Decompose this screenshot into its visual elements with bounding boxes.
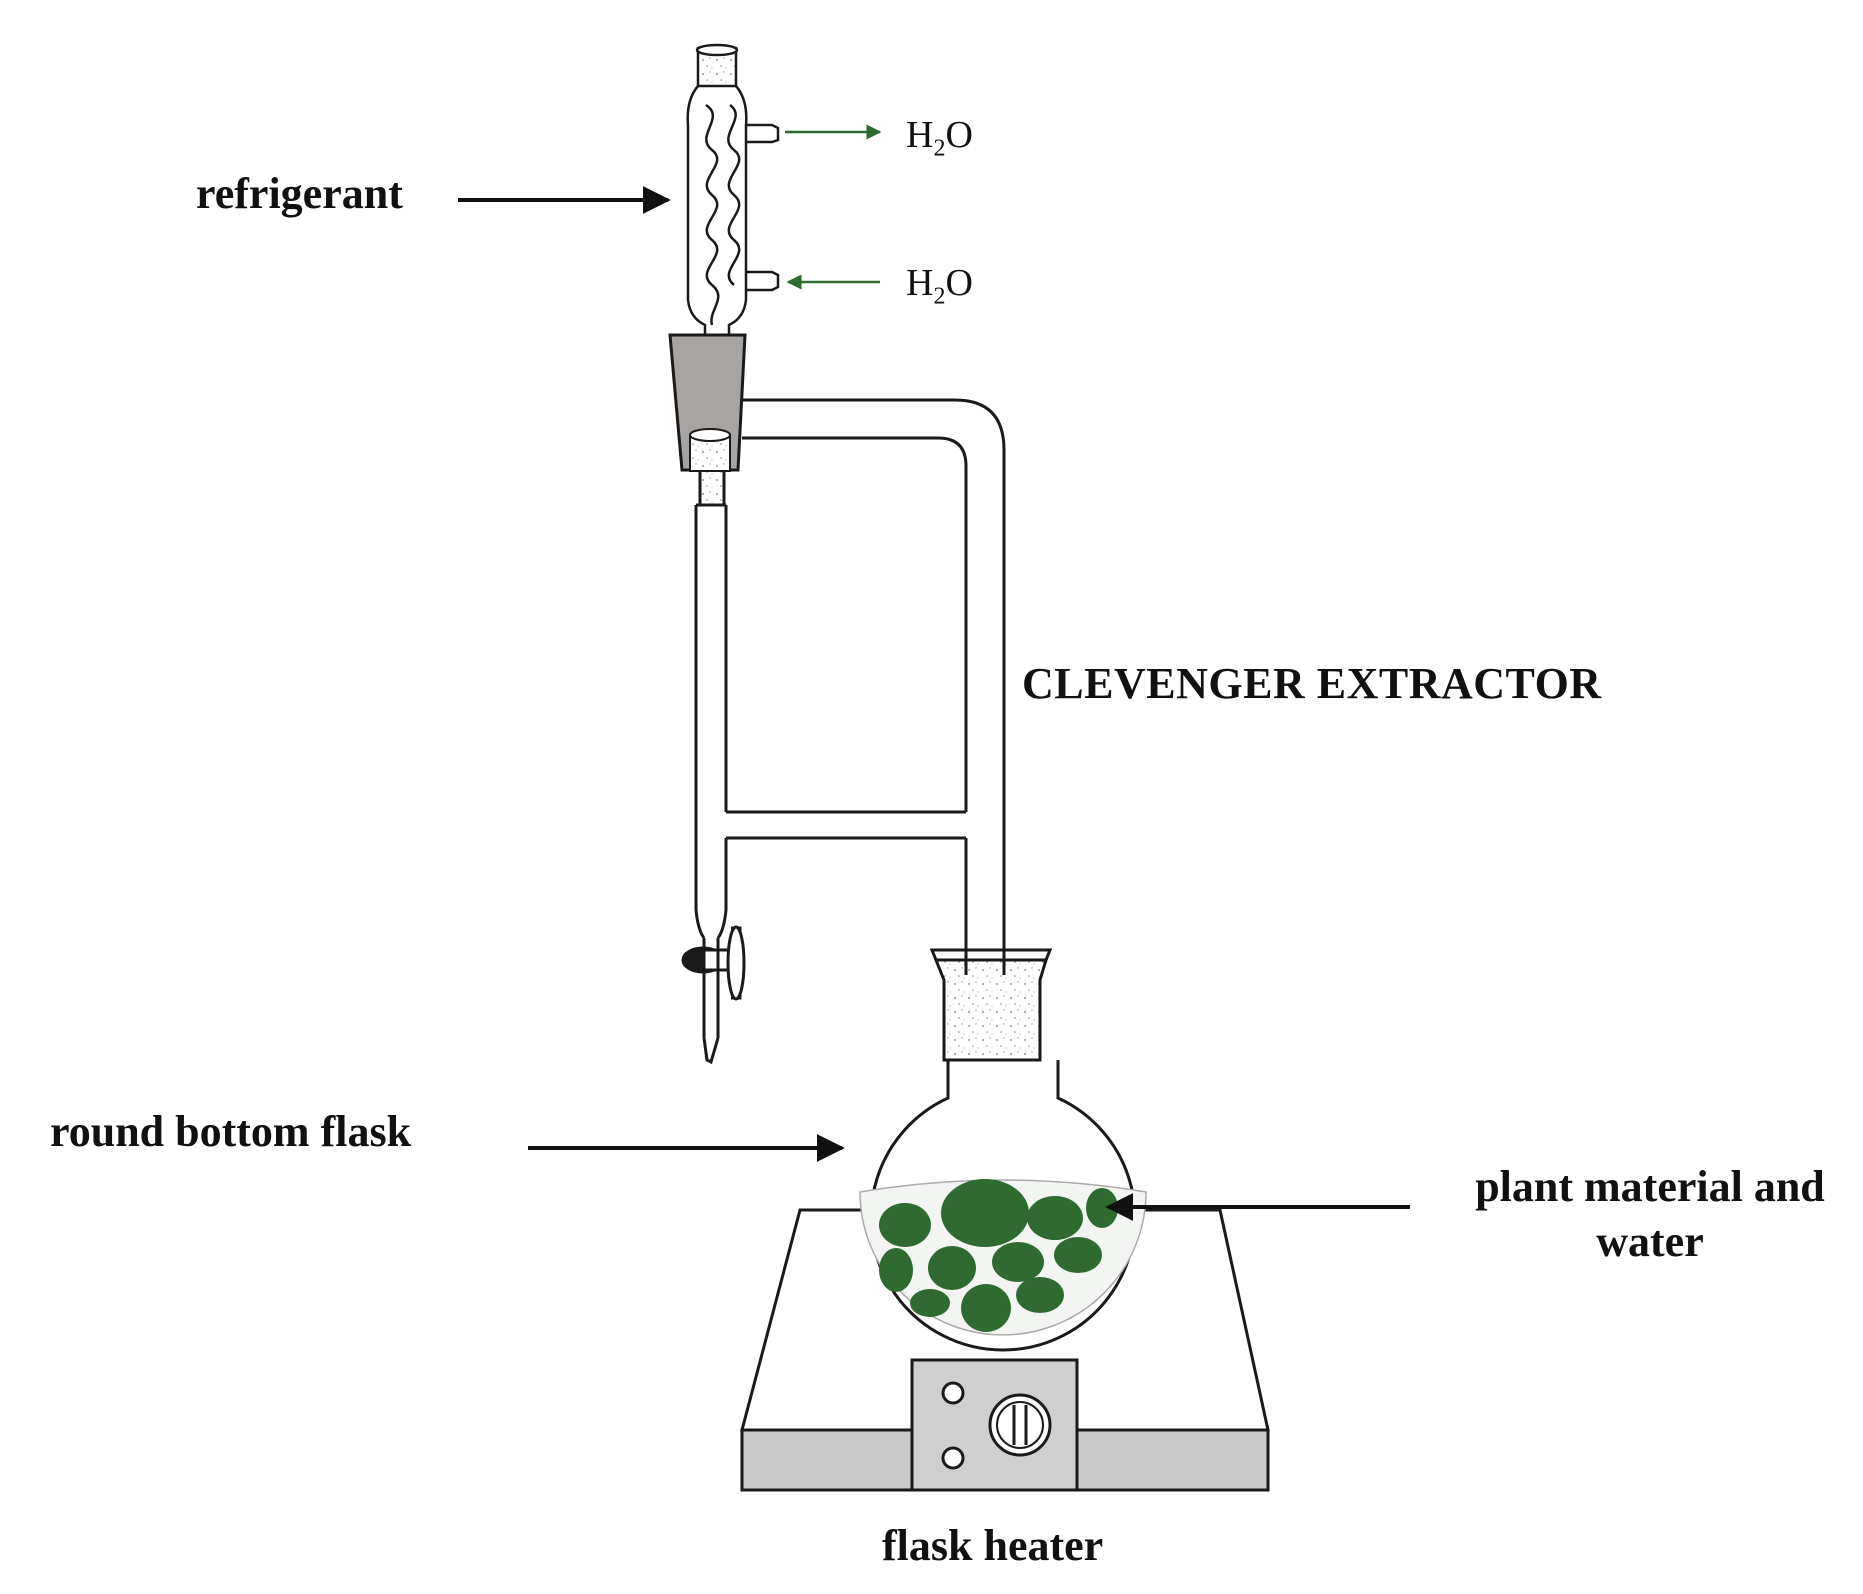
indicator-light-top <box>941 1381 965 1405</box>
clevenger-apparatus <box>681 398 1006 1065</box>
return-arm <box>726 810 966 840</box>
plant-material-label: plant material and water <box>1440 1159 1860 1269</box>
round-bottom-flask-label: round bottom flask <box>50 1107 412 1156</box>
plant-label-line-2: water <box>1596 1217 1704 1266</box>
plant-material <box>879 1179 1118 1332</box>
condenser-jacket <box>686 85 748 335</box>
vapor-tube-inner <box>742 436 968 812</box>
refrigerant-condenser <box>686 43 780 335</box>
water-outlet-nozzle <box>746 123 780 144</box>
rubber-stopper <box>668 333 747 472</box>
indicator-light-bottom <box>941 1446 965 1470</box>
flask-neck-joint <box>933 958 1049 1062</box>
clevenger-extractor-label: CLEVENGER EXTRACTOR <box>1022 659 1602 708</box>
vapor-tube-outer <box>742 398 1006 975</box>
condenser-coil <box>705 103 741 326</box>
joint-under-stopper <box>698 468 726 507</box>
heater-dial-icon <box>988 1393 1052 1457</box>
round-bottom-flask <box>859 948 1147 1352</box>
stopcock-icon <box>681 925 746 1065</box>
graduated-tube <box>694 503 728 939</box>
flask-heater-label: flask heater <box>882 1521 1104 1570</box>
water-in-label: H2O <box>906 262 973 310</box>
plant-label-line-1: plant material and <box>1475 1162 1825 1211</box>
water-out-label: H2O <box>906 114 973 162</box>
water-inlet-nozzle <box>746 270 780 292</box>
refrigerant-label: refrigerant <box>196 169 403 218</box>
